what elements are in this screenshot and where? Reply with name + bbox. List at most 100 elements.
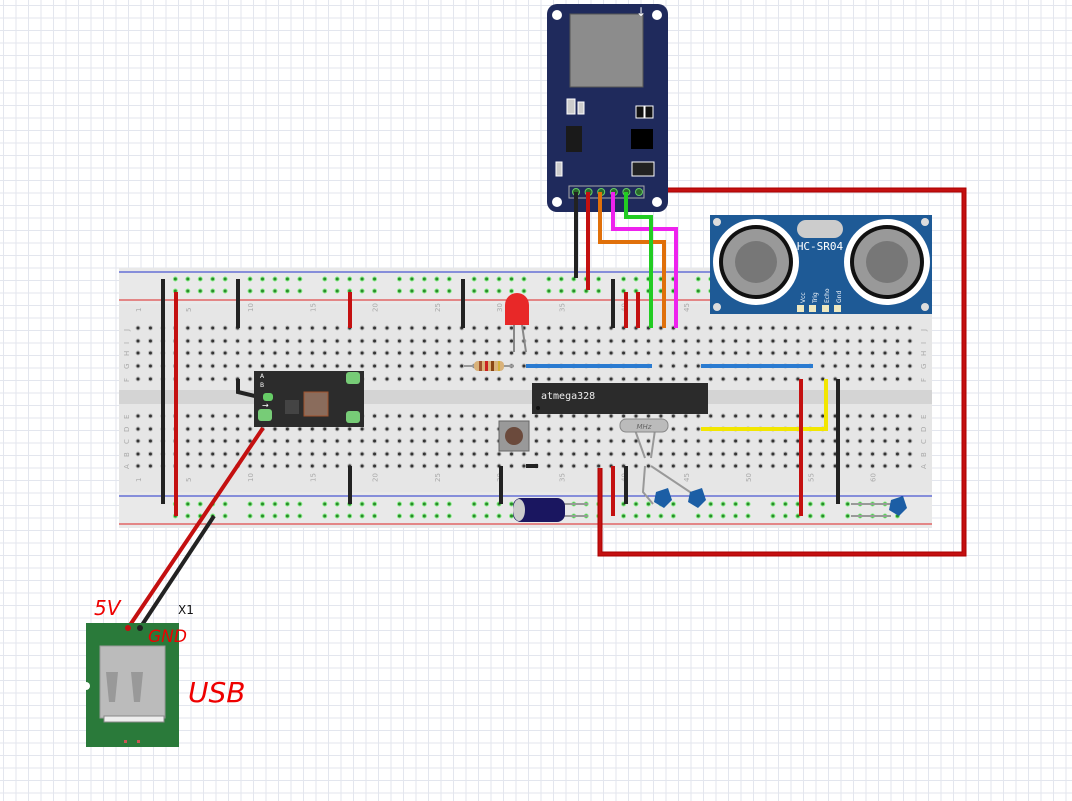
breadboard-hole[interactable] <box>409 350 415 356</box>
breadboard-hole[interactable] <box>372 451 378 457</box>
breadboard-hole[interactable] <box>670 426 676 432</box>
breadboard-hole[interactable] <box>770 451 776 457</box>
breadboard-hole[interactable] <box>770 338 776 344</box>
breadboard-hole[interactable] <box>621 350 627 356</box>
pin-echo[interactable] <box>822 305 829 312</box>
sd-card-module[interactable]: ↓ <box>547 4 668 212</box>
breadboard-hole[interactable] <box>857 413 863 419</box>
breadboard-hole[interactable] <box>820 363 826 369</box>
breadboard-hole[interactable] <box>621 376 627 382</box>
breadboard-hole[interactable] <box>147 363 153 369</box>
breadboard-hole[interactable] <box>845 413 851 419</box>
breadboard-hole[interactable] <box>284 350 290 356</box>
breadboard-hole[interactable] <box>297 463 303 469</box>
breadboard-hole[interactable] <box>384 338 390 344</box>
breadboard-hole[interactable] <box>260 325 265 331</box>
breadboard-hole[interactable] <box>347 451 353 457</box>
rail-hole[interactable] <box>260 276 265 282</box>
rail-hole[interactable] <box>322 513 328 519</box>
breadboard-hole[interactable] <box>795 350 801 356</box>
breadboard-hole[interactable] <box>782 413 788 419</box>
breadboard-hole[interactable] <box>396 363 402 369</box>
breadboard-hole[interactable] <box>272 338 278 344</box>
rail-hole[interactable] <box>272 276 278 282</box>
rail-hole[interactable] <box>434 501 440 507</box>
breadboard-hole[interactable] <box>720 413 726 419</box>
breadboard-hole[interactable] <box>396 426 402 432</box>
breadboard-hole[interactable] <box>845 338 851 344</box>
rail-hole[interactable] <box>596 276 602 282</box>
breadboard-hole[interactable] <box>247 451 253 457</box>
atmega328-chip[interactable]: atmega328 <box>532 383 708 414</box>
breadboard-hole[interactable] <box>147 451 153 457</box>
breadboard-hole[interactable] <box>471 463 477 469</box>
breadboard-hole[interactable] <box>521 376 527 382</box>
breadboard-hole[interactable] <box>409 363 415 369</box>
breadboard-hole[interactable] <box>309 338 315 344</box>
rail-hole[interactable] <box>496 513 502 519</box>
breadboard-hole[interactable] <box>845 451 851 457</box>
breadboard-hole[interactable] <box>583 325 589 331</box>
breadboard-hole[interactable] <box>845 325 851 331</box>
breadboard-hole[interactable] <box>384 325 390 331</box>
breadboard-hole[interactable] <box>720 338 726 344</box>
wire-yellow[interactable] <box>701 379 828 431</box>
rail-hole[interactable] <box>845 513 851 519</box>
breadboard-hole[interactable] <box>882 438 888 444</box>
breadboard-hole[interactable] <box>758 451 763 457</box>
rail-hole[interactable] <box>272 288 278 294</box>
breadboard-hole[interactable] <box>446 338 452 344</box>
breadboard-hole[interactable] <box>733 376 739 382</box>
breadboard-hole[interactable] <box>347 338 353 344</box>
breadboard-hole[interactable] <box>284 463 290 469</box>
breadboard-hole[interactable] <box>446 363 452 369</box>
breadboard-hole[interactable] <box>272 350 278 356</box>
rail-hole[interactable] <box>496 288 502 294</box>
breadboard-hole[interactable] <box>857 426 863 432</box>
breadboard-hole[interactable] <box>758 325 763 331</box>
breadboard-hole[interactable] <box>297 426 303 432</box>
breadboard-hole[interactable] <box>571 438 577 444</box>
breadboard-hole[interactable] <box>135 338 141 344</box>
breadboard-hole[interactable] <box>496 350 502 356</box>
breadboard-hole[interactable] <box>135 325 141 331</box>
rail-hole[interactable] <box>197 276 203 282</box>
breadboard-hole[interactable] <box>670 463 676 469</box>
breadboard-hole[interactable] <box>359 426 365 432</box>
breadboard-hole[interactable] <box>471 350 477 356</box>
rail-hole[interactable] <box>484 288 490 294</box>
breadboard-hole[interactable] <box>658 463 664 469</box>
breadboard-hole[interactable] <box>571 338 577 344</box>
sd-module-pin[interactable] <box>635 188 643 196</box>
pin-trig[interactable] <box>809 305 816 312</box>
breadboard-hole[interactable] <box>558 413 564 419</box>
breadboard-hole[interactable] <box>807 338 813 344</box>
breadboard-hole[interactable] <box>683 463 689 469</box>
breadboard-hole[interactable] <box>894 350 900 356</box>
breadboard-hole[interactable] <box>185 325 191 331</box>
breadboard-hole[interactable] <box>396 338 402 344</box>
breadboard-hole[interactable] <box>135 376 141 382</box>
rail-hole[interactable] <box>297 501 303 507</box>
rail-hole[interactable] <box>372 513 378 519</box>
breadboard-hole[interactable] <box>857 325 863 331</box>
breadboard-hole[interactable] <box>720 451 726 457</box>
breadboard-hole[interactable] <box>845 376 851 382</box>
breadboard-hole[interactable] <box>770 350 776 356</box>
breadboard-hole[interactable] <box>434 363 440 369</box>
breadboard-hole[interactable] <box>185 426 191 432</box>
rail-hole[interactable] <box>546 276 552 282</box>
breadboard-hole[interactable] <box>882 451 888 457</box>
breadboard-hole[interactable] <box>645 451 651 457</box>
breadboard-hole[interactable] <box>795 325 801 331</box>
breadboard-hole[interactable] <box>322 363 328 369</box>
breadboard-hole[interactable] <box>907 426 913 432</box>
rail-hole[interactable] <box>172 276 178 282</box>
rail-hole[interactable] <box>521 276 527 282</box>
breadboard-hole[interactable] <box>297 325 303 331</box>
rail-hole[interactable] <box>334 276 340 282</box>
breadboard-hole[interactable] <box>135 438 141 444</box>
breadboard-hole[interactable] <box>608 338 614 344</box>
breadboard-hole[interactable] <box>558 325 564 331</box>
breadboard-hole[interactable] <box>546 463 552 469</box>
